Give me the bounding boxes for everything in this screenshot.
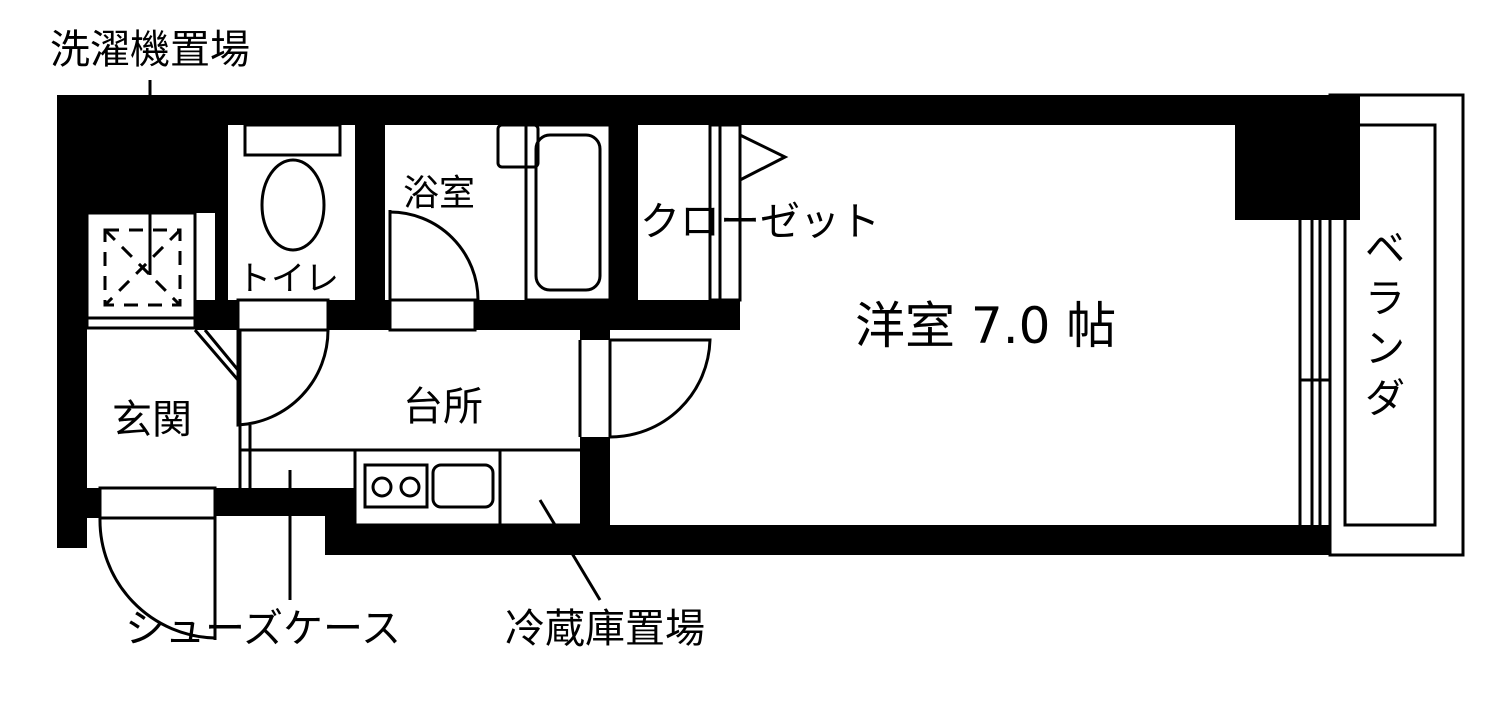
- label-shoe-case: シューズケース: [125, 606, 401, 652]
- svg-text:ベ: ベ: [1365, 226, 1405, 272]
- label-entrance: 玄関: [112, 397, 192, 443]
- doors: [98, 210, 712, 640]
- label-closet: クローゼット: [640, 199, 880, 245]
- svg-text:ラ: ラ: [1365, 276, 1405, 322]
- label-kitchen: 台所: [403, 384, 483, 430]
- label-fridge-space: 冷蔵庫置場: [505, 606, 705, 652]
- label-bath: 浴室: [403, 173, 475, 214]
- label-western-room: 洋室 7.0 帖: [855, 297, 1116, 355]
- label-washer-space: 洗濯機置場: [50, 27, 250, 73]
- label-veranda: ベ ラ ン ダ: [1365, 226, 1405, 422]
- svg-text:ダ: ダ: [1365, 376, 1405, 422]
- svg-text:ン: ン: [1365, 326, 1405, 372]
- label-toilet: トイレ: [237, 259, 339, 299]
- fixtures: [85, 80, 1465, 601]
